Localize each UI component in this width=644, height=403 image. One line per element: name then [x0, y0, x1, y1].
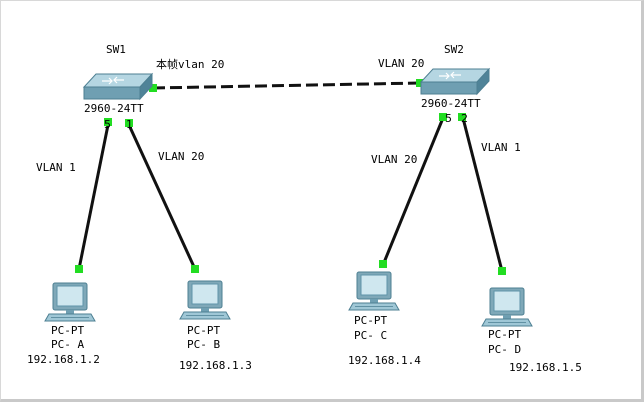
switch-model: 2960-24TT [421, 97, 481, 110]
vlan-label: VLAN 20 [371, 153, 417, 166]
switch-icon [420, 68, 490, 95]
pc-type: PC-PT [51, 324, 84, 337]
link-light [125, 119, 133, 127]
pc-name: PC- C [354, 329, 387, 342]
switch-name: SW1 [106, 43, 126, 56]
link-light [416, 79, 424, 87]
pc-type: PC-PT [354, 314, 387, 327]
vlan-label: VLAN 1 [36, 161, 76, 174]
port-label: 1 [126, 118, 133, 131]
switch-icon [83, 73, 153, 100]
port-label: 2 [461, 112, 468, 125]
pc-name: PC- A [51, 338, 84, 351]
link-light [498, 267, 506, 275]
pc-name: PC- B [187, 338, 220, 351]
port-label: 5 [445, 112, 452, 125]
pc-icon [179, 280, 231, 320]
pc-name: PC- D [488, 343, 521, 356]
cable-sw2-pcc[interactable] [381, 117, 445, 266]
link-light [379, 260, 387, 268]
pc-icon [481, 287, 533, 327]
pc-icon [348, 271, 400, 311]
link-light [439, 113, 447, 121]
cable-sw2-pcd[interactable] [461, 117, 504, 272]
cable-sw1-pca[interactable] [77, 124, 110, 270]
port-label: 5 [104, 118, 111, 131]
trunk-label-sw1: 本帧vlan 20 [156, 57, 224, 71]
link-light [191, 265, 199, 273]
link-light [104, 118, 112, 126]
link-light [458, 113, 466, 121]
pc-ip: 192.168.1.5 [509, 361, 582, 374]
switch-name: SW2 [444, 43, 464, 56]
trunk-label-sw2: VLAN 20 [378, 57, 424, 70]
switch-model: 2960-24TT [84, 102, 144, 115]
vlan-label: VLAN 20 [158, 150, 204, 163]
pc-a[interactable]: PC-PT PC- A 192.168.1.2 [27, 282, 100, 366]
pc-c[interactable]: PC-PT PC- C 192.168.1.4 [348, 271, 421, 367]
trunk-cable[interactable] [152, 81, 421, 90]
pc-b[interactable]: PC-PT PC- B 192.168.1.3 [179, 280, 252, 372]
pc-ip: 192.168.1.4 [348, 354, 421, 367]
switch-sw2[interactable]: SW2 2960-24TT 5 2 [420, 43, 490, 125]
pc-d[interactable]: PC-PT PC- D 192.168.1.5 [481, 287, 582, 374]
link-light [75, 265, 83, 273]
vlan-label: VLAN 1 [481, 141, 521, 154]
pc-icon [44, 282, 96, 322]
link-light [149, 84, 157, 92]
pc-type: PC-PT [488, 328, 521, 341]
cable-sw1-pcb[interactable] [127, 124, 197, 270]
switch-sw1[interactable]: SW1 2960-24TT 5 1 [83, 43, 153, 131]
pc-ip: 192.168.1.2 [27, 353, 100, 366]
link-lights [75, 79, 506, 275]
pc-type: PC-PT [187, 324, 220, 337]
pc-ip: 192.168.1.3 [179, 359, 252, 372]
